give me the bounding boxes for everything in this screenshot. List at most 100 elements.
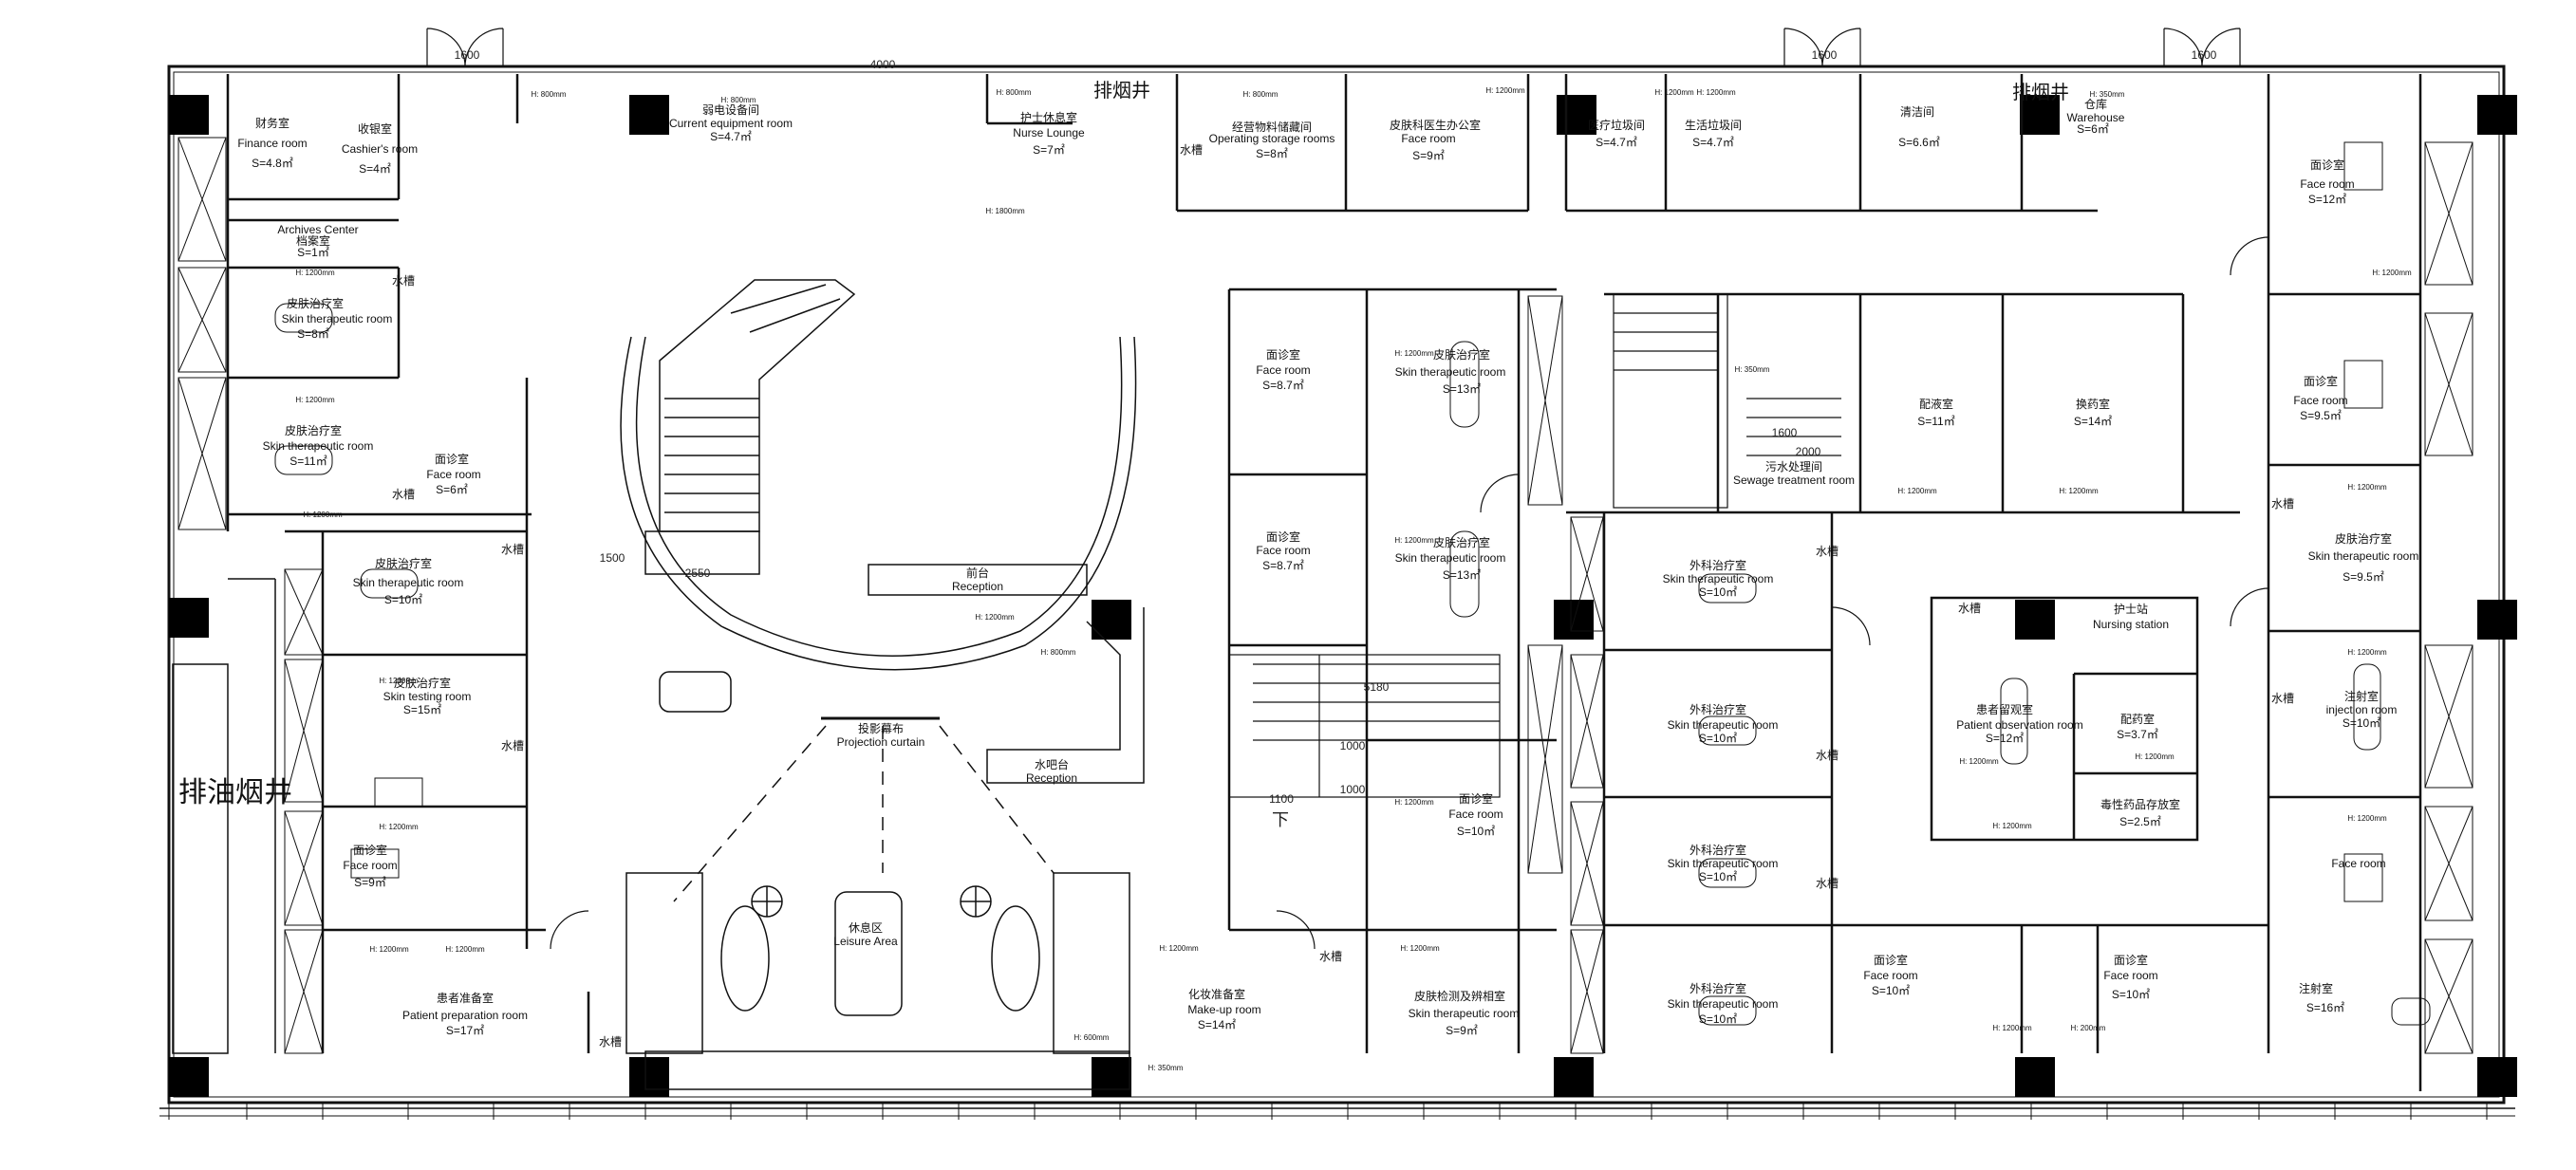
room-area: S=6㎡ (2077, 122, 2109, 136)
room-label-cn: 皮肤治疗室 (1433, 535, 1490, 549)
room-label-en: Skin therapeutic room (1668, 857, 1779, 870)
sink-label: 水槽 (392, 274, 415, 288)
room-area: S=13㎡ (1443, 568, 1481, 582)
room-label-cn: 财务室 (255, 116, 289, 130)
room-area: S=1㎡ (297, 246, 329, 259)
room-label-en: Face room (2300, 177, 2354, 191)
room-label-en: Warehouse (2067, 111, 2125, 124)
room-label-cn: 面诊室 (1874, 953, 1908, 967)
room-label-en: Skin testing room (383, 690, 472, 703)
room-label-en: Skin therapeutic room (282, 312, 393, 325)
dim-e4: 1100 (1269, 792, 1294, 806)
room-label-cn: 面诊室 (1459, 791, 1493, 806)
room-label-en: Nursing station (2093, 618, 2169, 631)
room-label-en: Face room (2293, 394, 2347, 407)
dim-door-3: 1600 (2192, 48, 2217, 62)
height-label: H: 800mm (1243, 90, 1279, 99)
room-label-cn: 休息区 (849, 920, 883, 935)
room-area: S=12㎡ (1986, 732, 2024, 745)
light-height-labels: H: 800mm H: 800mm H: 800mm H: 800mm H: 1… (295, 86, 2412, 1072)
room-label-cn: 注射室 (2299, 981, 2333, 995)
height-label: H: 1200mm (1654, 88, 1694, 97)
room-label-cn: 皮肤治疗室 (394, 676, 451, 690)
room-area: S=4㎡ (359, 162, 391, 176)
room-label-en: Skin therapeutic room (1409, 1007, 1520, 1020)
room-label-cn: 外科治疗室 (1689, 702, 1746, 716)
height-label: H: 1200mm (1394, 536, 1434, 545)
grid-ticks (168, 1103, 2488, 1120)
room-label-cn: 护士站 (2114, 603, 2148, 616)
room-label-cn: 外科治疗室 (1689, 981, 1746, 995)
room-label-cn: 面诊室 (2310, 158, 2344, 172)
height-label: H: 800mm (721, 96, 756, 104)
sink-label: 水槽 (392, 488, 415, 501)
room-area: S=9㎡ (1446, 1024, 1478, 1037)
room-label-cn: 污水处理间 (1765, 460, 1822, 474)
dim-e5: 1600 (1772, 426, 1798, 439)
room-area: S=6.6㎡ (1898, 136, 1940, 149)
room-area: S=10㎡ (1699, 1012, 1737, 1026)
height-label: H: 1200mm (295, 269, 335, 277)
dim-door-1: 1600 (455, 48, 480, 62)
exhaust-small-1: 排烟井 (1093, 80, 1150, 102)
room-label-en: Nurse Lounge (1013, 126, 1085, 139)
room-label-en: Skin therapeutic room (1663, 572, 1774, 585)
closet-panels (177, 137, 2473, 1054)
room-area: S=10㎡ (384, 593, 422, 606)
central-stair (620, 279, 1137, 671)
height-label: H: 1200mm (2135, 752, 2175, 761)
outer-walls (159, 65, 2515, 1117)
room-label-cn: 外科治疗室 (1689, 843, 1746, 857)
height-label: H: 1200mm (2059, 487, 2099, 495)
room-area: S=4.7㎡ (1596, 136, 1637, 149)
dimension-texts: 4000 1600 1600 1600 2550 1500 5180 1000 … (455, 48, 2217, 806)
room-area: S=8.7㎡ (1262, 559, 1304, 572)
height-label: H: 200mm (2071, 1024, 2106, 1032)
room-label-cn: 皮肤治疗室 (1433, 347, 1490, 362)
room-label-cn: 注射室 (2344, 689, 2379, 703)
room-label-cn: 弱电设备间 (702, 103, 759, 117)
room-label-cn: 外科治疗室 (1689, 558, 1746, 572)
room-label-cn: 配液室 (1919, 397, 1953, 411)
exhaust-small-2: 排烟井 (2012, 82, 2069, 103)
room-label-cn: 生活垃圾间 (1685, 118, 1742, 132)
room-label-cn: 前台 (966, 566, 989, 580)
room-area: S=14㎡ (2074, 415, 2112, 428)
room-area: S=12㎡ (2308, 193, 2346, 206)
room-label-en: Reception (1026, 771, 1077, 785)
sink-label: 水槽 (1958, 602, 1981, 615)
room-label-en: Face room (1401, 132, 1455, 145)
room-label-cn: 面诊室 (2114, 953, 2148, 967)
reception-desk (673, 564, 1145, 902)
room-label-cn: 收银室 (358, 121, 392, 136)
room-area: S=10㎡ (1699, 870, 1737, 883)
height-label: H: 1200mm (379, 823, 419, 831)
height-label: H: 1200mm (975, 613, 1015, 622)
height-label: H: 1200mm (445, 945, 485, 954)
room-label-cn: 配药室 (2120, 712, 2155, 726)
room-label-en: Reception (952, 580, 1003, 593)
room-label-cn: 经营物料储藏间 (1232, 120, 1312, 134)
room-label-en: Projection curtain (837, 735, 925, 749)
room-label-en: Face room (1448, 808, 1503, 821)
sink-label: 水槽 (2271, 497, 2294, 511)
height-label: H: 800mm (1041, 648, 1076, 657)
room-label-en: Make-up room (1187, 1003, 1260, 1016)
height-label: H: 1200mm (2372, 269, 2412, 277)
room-area: S=4.7㎡ (1692, 136, 1734, 149)
room-label-en: Face room (2331, 857, 2385, 870)
room-label-en: Skin therapeutic room (1395, 551, 1506, 565)
room-area: S=17㎡ (446, 1024, 484, 1037)
room-label-cn: 面诊室 (2304, 374, 2338, 388)
room-area: S=8㎡ (297, 327, 329, 341)
dim-stair-height: 1500 (600, 551, 625, 565)
room-label-cn: 化妆准备室 (1188, 987, 1245, 1001)
room-area: S=16㎡ (2306, 1001, 2344, 1014)
room-area: S=4.8㎡ (252, 157, 293, 170)
room-label-en: Face room (1256, 363, 1310, 377)
dim-e3: 1000 (1340, 783, 1366, 796)
down-mark: 下 (1272, 810, 1289, 830)
sink-label: 水槽 (1319, 950, 1342, 963)
sink-label: 水槽 (501, 739, 524, 752)
